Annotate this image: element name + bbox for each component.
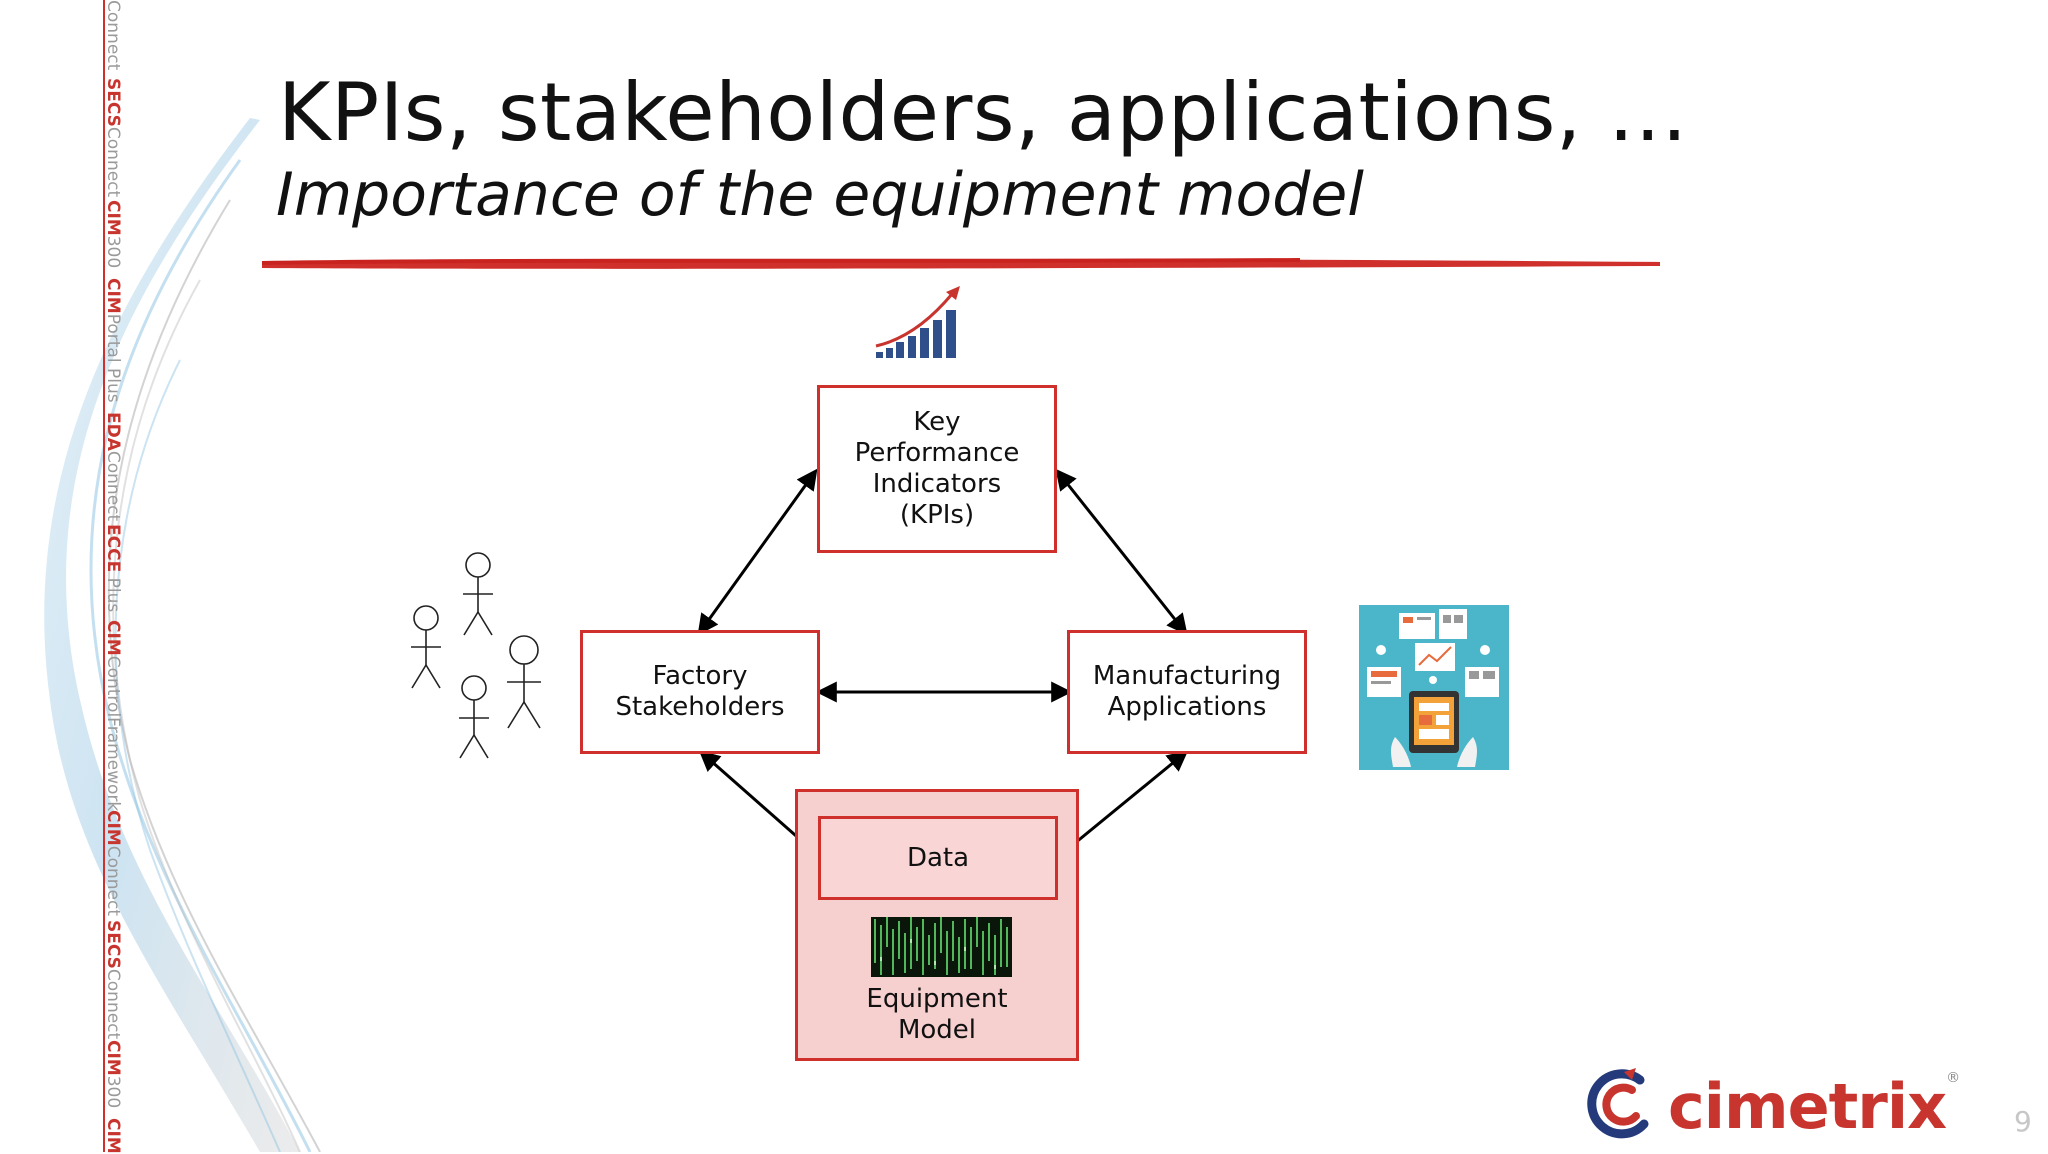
stakeholders-box: Factory Stakeholders [580, 630, 820, 754]
arrow-kpi-stakeholders [697, 468, 818, 636]
bar-chart-growth-icon [875, 286, 960, 358]
kpi-box: Key Performance Indicators (KPIs) [817, 385, 1057, 553]
stick-figures-icon [411, 552, 541, 759]
slide-subtitle: Importance of the equipment model [276, 160, 1364, 230]
page-number: 9 [2014, 1105, 2032, 1138]
equipment-model-label: Equipment Model [866, 984, 1008, 1045]
tablet-apps-icon [1359, 605, 1509, 770]
arrow-kpi-applications [1055, 468, 1188, 636]
arrow-data-applications [1057, 750, 1189, 859]
applications-box: Manufacturing Applications [1067, 630, 1307, 754]
matrix-code-icon [871, 917, 1012, 977]
cimetrix-logo-text: cimetrix® [1668, 1070, 1960, 1143]
cimetrix-logo-icon [1587, 1068, 1649, 1139]
slide-title: KPIs, stakeholders, applications, … [278, 66, 1689, 159]
data-box: Data [818, 816, 1058, 900]
